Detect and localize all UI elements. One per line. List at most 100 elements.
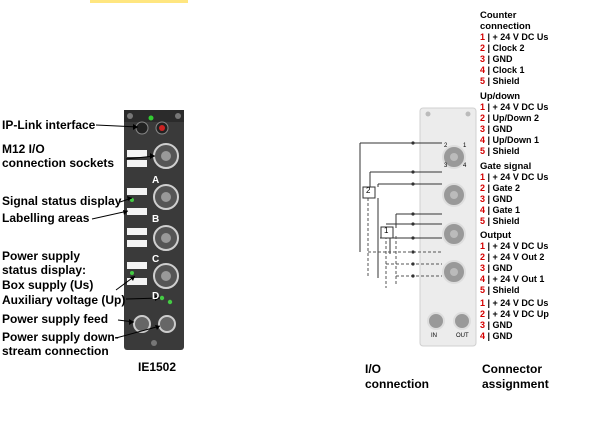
pin-separator: | xyxy=(485,113,493,123)
pin-number: 3 xyxy=(480,194,486,204)
io-socket xyxy=(442,183,466,207)
status-led xyxy=(130,271,134,275)
pin-row: 3 | GND xyxy=(480,320,549,331)
power-feed-socket xyxy=(133,315,151,333)
pin-number: 2 xyxy=(480,309,486,319)
pin-row: 5 | Shield xyxy=(480,216,548,227)
connector-caption-line1: Connector xyxy=(482,362,542,376)
pin-signal: + 24 V DC Us xyxy=(492,32,549,42)
io-caption-line1: I/O xyxy=(365,362,382,376)
pin-number: 4 xyxy=(480,331,486,341)
labelling-area xyxy=(127,160,147,167)
io-caption-line2: connection xyxy=(365,377,430,391)
pin-signal: Clock 1 xyxy=(492,65,525,75)
channel-box-2 xyxy=(362,186,376,199)
pin-number: 3 xyxy=(480,54,486,64)
callout-signal-status: Signal status display xyxy=(2,194,122,208)
ip-link-socket-left xyxy=(135,121,149,135)
mount-hole-top-right xyxy=(175,113,181,119)
pin-number: 2 xyxy=(480,183,486,193)
pin-separator: | xyxy=(485,124,493,134)
pin-number: 5 xyxy=(480,285,486,295)
pin-number: 4 xyxy=(480,205,486,215)
pin-number: 2 xyxy=(480,113,486,123)
channel-label-2: 2 xyxy=(366,186,371,195)
pin-signal: GND xyxy=(492,331,513,341)
pin-number: 4 xyxy=(463,163,467,169)
feed-label-out: OUT xyxy=(456,333,469,339)
callout-ip-link: IP-Link interface xyxy=(2,118,96,132)
pin-row: 3 | GND xyxy=(480,194,548,205)
connector-caption-line2: assignment xyxy=(482,377,549,391)
pin-separator: | xyxy=(485,183,493,193)
pin-row: 1 | + 24 V DC Us xyxy=(480,172,548,183)
pin-number: 5 xyxy=(480,76,486,86)
pin-row: 5 | Shield xyxy=(480,285,548,296)
feed-label-in: IN xyxy=(431,333,437,339)
status-led xyxy=(130,198,134,202)
pin-separator: | xyxy=(485,43,493,53)
pin-number: 1 xyxy=(463,143,467,149)
labelling-area xyxy=(127,188,147,195)
pin-number: 3 xyxy=(480,124,486,134)
power-led-up xyxy=(167,299,173,305)
pin-signal: + 24 V DC Us xyxy=(492,172,549,182)
callout-downstream-line1: Power supply down- xyxy=(2,330,119,344)
pin-signal: GND xyxy=(492,54,513,64)
io-mount-hole xyxy=(425,111,431,117)
pin-separator: | xyxy=(485,172,493,182)
pin-separator: | xyxy=(485,54,493,64)
pin-signal: GND xyxy=(492,194,513,204)
wire-junctions xyxy=(411,141,415,278)
ip-link-led-red xyxy=(159,125,165,131)
pin-signal: Shield xyxy=(492,146,520,156)
pin-group-title: Output xyxy=(480,230,512,241)
pin-number: 1 xyxy=(480,102,486,112)
pin-number: 4 xyxy=(480,274,486,284)
callout-labelling-areas: Labelling areas xyxy=(2,211,90,225)
io-mount-hole xyxy=(465,111,471,117)
socket-row-d xyxy=(127,262,179,289)
pin-number: 1 xyxy=(480,32,486,42)
pin-signal: + 24 V DC Up xyxy=(492,309,549,319)
socket-label-c: C xyxy=(152,254,160,265)
pin-group-title: Gate signal xyxy=(480,161,532,172)
io-socket xyxy=(442,222,466,246)
socket-row-b xyxy=(127,184,179,215)
pin-number: 2 xyxy=(480,43,486,53)
pin-number: 2 xyxy=(444,143,448,149)
pin-number: 2 xyxy=(480,252,486,262)
pin-separator: | xyxy=(485,32,493,42)
socket-row-a xyxy=(127,143,179,169)
top-highlight-bar xyxy=(90,0,188,3)
device-top-cap xyxy=(124,110,184,122)
pin-separator: | xyxy=(485,146,493,156)
pin-separator: | xyxy=(485,320,493,330)
pin-row: 1 | + 24 V DC Us xyxy=(480,298,549,309)
pin-separator: | xyxy=(485,102,493,112)
pin-number: 1 xyxy=(480,172,486,182)
pin-row: 5 | Shield xyxy=(480,146,548,157)
callout-box-supply: Box supply (Us) xyxy=(2,278,94,292)
pin-row: 1 | + 24 V DC Us xyxy=(480,102,548,113)
labelling-area xyxy=(127,278,147,285)
pin-number: 3 xyxy=(480,263,486,273)
io-power-socket xyxy=(453,312,471,330)
labelling-area xyxy=(127,240,147,247)
pin-separator: | xyxy=(485,241,493,251)
pin-row: 4 | Up/Down 1 xyxy=(480,135,548,146)
io-power-socket xyxy=(427,312,445,330)
pin-separator: | xyxy=(485,309,493,319)
pin-separator: | xyxy=(485,205,493,215)
pin-separator: | xyxy=(485,263,493,273)
m12-socket-center xyxy=(161,151,171,161)
pin-separator: | xyxy=(485,331,493,341)
pin-row: 3 | GND xyxy=(480,263,548,274)
m12-socket-center xyxy=(161,271,171,281)
pin-separator: | xyxy=(485,194,493,204)
pin-row: 4 | Clock 1 xyxy=(480,65,548,76)
io-socket xyxy=(442,145,466,169)
pin-group-title: Counter xyxy=(480,10,517,21)
